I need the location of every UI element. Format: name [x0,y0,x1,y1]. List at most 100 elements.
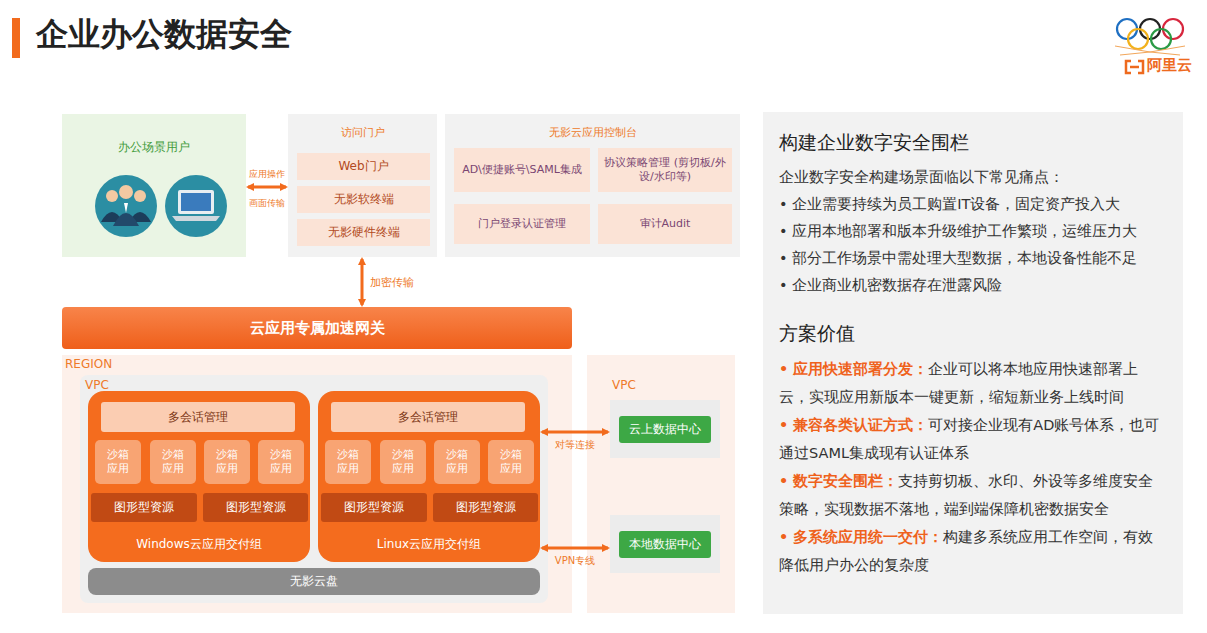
box-label: Linux云应用交付组 [377,536,481,553]
panel-heading: 构建企业数字安全围栏 [779,130,1167,156]
box-label: 审计Audit [640,217,691,231]
value-item: • 多系统应用统一交付：构建多系统应用工作空间，有效降低用户办公的复杂度 [779,523,1167,579]
edge-label: 对等连接 [555,438,595,452]
box-label: 图形型资源 [114,499,174,516]
sandbox-box: 沙箱应用 [434,440,480,484]
laptop-icon [165,175,227,237]
vpc-box: VPCWindows云应用交付组多会话管理沙箱应用沙箱应用沙箱应用沙箱应用图形型… [80,375,548,603]
region-area: REGIONVPCWindows云应用交付组多会话管理沙箱应用沙箱应用沙箱应用沙… [62,355,572,613]
box-label: 办公场景用户 [62,140,246,155]
box-label: 无影硬件终端 [328,224,400,241]
box-label: 本地数据中心 [619,531,711,558]
value-title: • 兼容各类认证方式： [779,417,928,433]
portal-panel: 访问门户 Web门户无影软终端无影硬件终端 [288,114,437,257]
logo-text: 阿里云 [1147,56,1192,75]
gateway-band: 云应用专属加速网关 [62,307,572,349]
console-item: AD\便捷账号\SAML集成 [454,148,590,192]
panel-text: • 企业商业机密数据存在泄露风险 [779,272,1167,299]
box-label: 图形型资源 [456,499,516,516]
box-label: 沙箱应用 [498,448,523,476]
sandbox-box: 沙箱应用 [488,440,534,484]
box-label: REGION [65,357,569,371]
aliyun-icon [1126,61,1143,73]
box-label: 沙箱应用 [160,448,185,476]
olympic-rings [1117,19,1183,49]
sandbox-box: 沙箱应用 [95,440,141,484]
value-item: • 兼容各类认证方式：可对接企业现有AD账号体系，也可通过SAML集成现有认证体… [779,411,1167,467]
connector-arrow [542,547,608,550]
box-label: 沙箱应用 [335,448,360,476]
sandbox-box: 沙箱应用 [258,440,304,484]
box-label: 沙箱应用 [390,448,415,476]
box-label: 门户登录认证管理 [478,217,566,231]
delivery-group: Windows云应用交付组多会话管理沙箱应用 沙箱应用 沙箱应用 沙箱应用图形型资源 图… [88,391,310,562]
console-item: 审计Audit [598,204,732,244]
sandbox-box: 沙箱应用 [325,440,371,484]
box-label: 访问门户 [288,126,437,140]
session-box: 多会话管理 [101,402,295,432]
box-label: Web门户 [338,158,388,175]
vpc-area: VPC 云上数据中心本地数据中心 [587,355,735,613]
cloud-disk-band: 无影云盘 [88,568,540,595]
box-label: 无影云应用控制台 [445,126,740,140]
session-box: 多会话管理 [331,402,525,432]
box-label: 图形型资源 [344,499,404,516]
info-panel: 构建企业数字安全围栏企业数字安全构建场景面临以下常见痛点：• 企业需要持续为员工… [763,112,1183,614]
edge-label: 加密传输 [370,275,414,290]
resource-box: 图形型资源 [203,493,308,522]
box-label: 多会话管理 [398,409,458,426]
sandbox-box: 沙箱应用 [380,440,426,484]
value-title: • 数字安全围栏： [779,473,898,489]
spacer [779,299,1167,321]
edge-label: 应用操作 [249,168,285,181]
value-item: • 应用快速部署分发：企业可以将本地应用快速部署上云，实现应用新版本一键更新，缩… [779,355,1167,411]
value-title: • 应用快速部署分发： [779,361,928,377]
edge-label: VPN专线 [555,554,595,568]
box-label: 沙箱应用 [268,448,293,476]
box-label: 沙箱应用 [214,448,239,476]
datacenter-box: 云上数据中心 [610,400,720,458]
panel-text: • 企业需要持续为员工购置IT设备，固定资产投入大 [779,191,1167,218]
portal-item: Web门户 [297,153,430,180]
connector-arrow [248,186,286,189]
box-label: Windows云应用交付组 [136,536,262,553]
box-label: 协议策略管理 (剪切板/外设/水印等) [604,156,726,184]
logo-rays [1115,46,1185,55]
panel-heading: 方案价值 [779,321,1167,347]
resource-box: 图形型资源 [321,493,427,522]
resource-box: 图形型资源 [433,493,538,522]
box-label: 云上数据中心 [619,416,711,443]
box-label: VPC [612,378,735,392]
box-label: 无影软终端 [334,191,394,208]
panel-text: 企业数字安全构建场景面临以下常见痛点： [779,164,1167,191]
portal-item: 无影硬件终端 [297,219,430,246]
portal-panel: 无影云应用控制台 AD\便捷账号\SAML集成 协议策略管理 (剪切板/外设/水印等… [445,114,740,257]
value-item: • 数字安全围栏：支持剪切板、水印、外设等多维度安全策略，实现数据不落地，端到端… [779,467,1167,523]
sandbox-box: 沙箱应用 [150,440,196,484]
resource-box: 图形型资源 [91,493,197,522]
panel-text: • 应用本地部署和版本升级维护工作繁琐，运维压力大 [779,218,1167,245]
edge-note: 画面传输 [249,197,285,210]
value-title: • 多系统应用统一交付： [779,529,943,545]
datacenter-box: 本地数据中心 [610,515,720,573]
portal-item: 无影软终端 [297,186,430,213]
panel-text: • 部分工作场景中需处理大型数据，本地设备性能不足 [779,245,1167,272]
delivery-group: Linux云应用交付组多会话管理沙箱应用 沙箱应用 沙箱应用 沙箱应用图形型资源 图形型… [318,391,540,562]
connector-arrow [361,259,364,305]
user-icon [95,175,157,237]
box-label: AD\便捷账号\SAML集成 [462,163,582,177]
box-label: 沙箱应用 [444,448,469,476]
box-label: 多会话管理 [168,409,228,426]
sandbox-box: 沙箱应用 [204,440,250,484]
title-bar [12,18,20,58]
box-label: 无影云盘 [290,573,338,590]
box-label: VPC [85,378,543,392]
console-item: 门户登录认证管理 [454,204,590,244]
console-item: 协议策略管理 (剪切板/外设/水印等) [598,148,732,192]
box-label: 沙箱应用 [105,448,130,476]
page-title: 企业办公数据安全 [36,13,292,57]
box-label: 云应用专属加速网关 [250,319,385,338]
box-label: 图形型资源 [226,499,286,516]
connector-arrow [542,431,608,434]
